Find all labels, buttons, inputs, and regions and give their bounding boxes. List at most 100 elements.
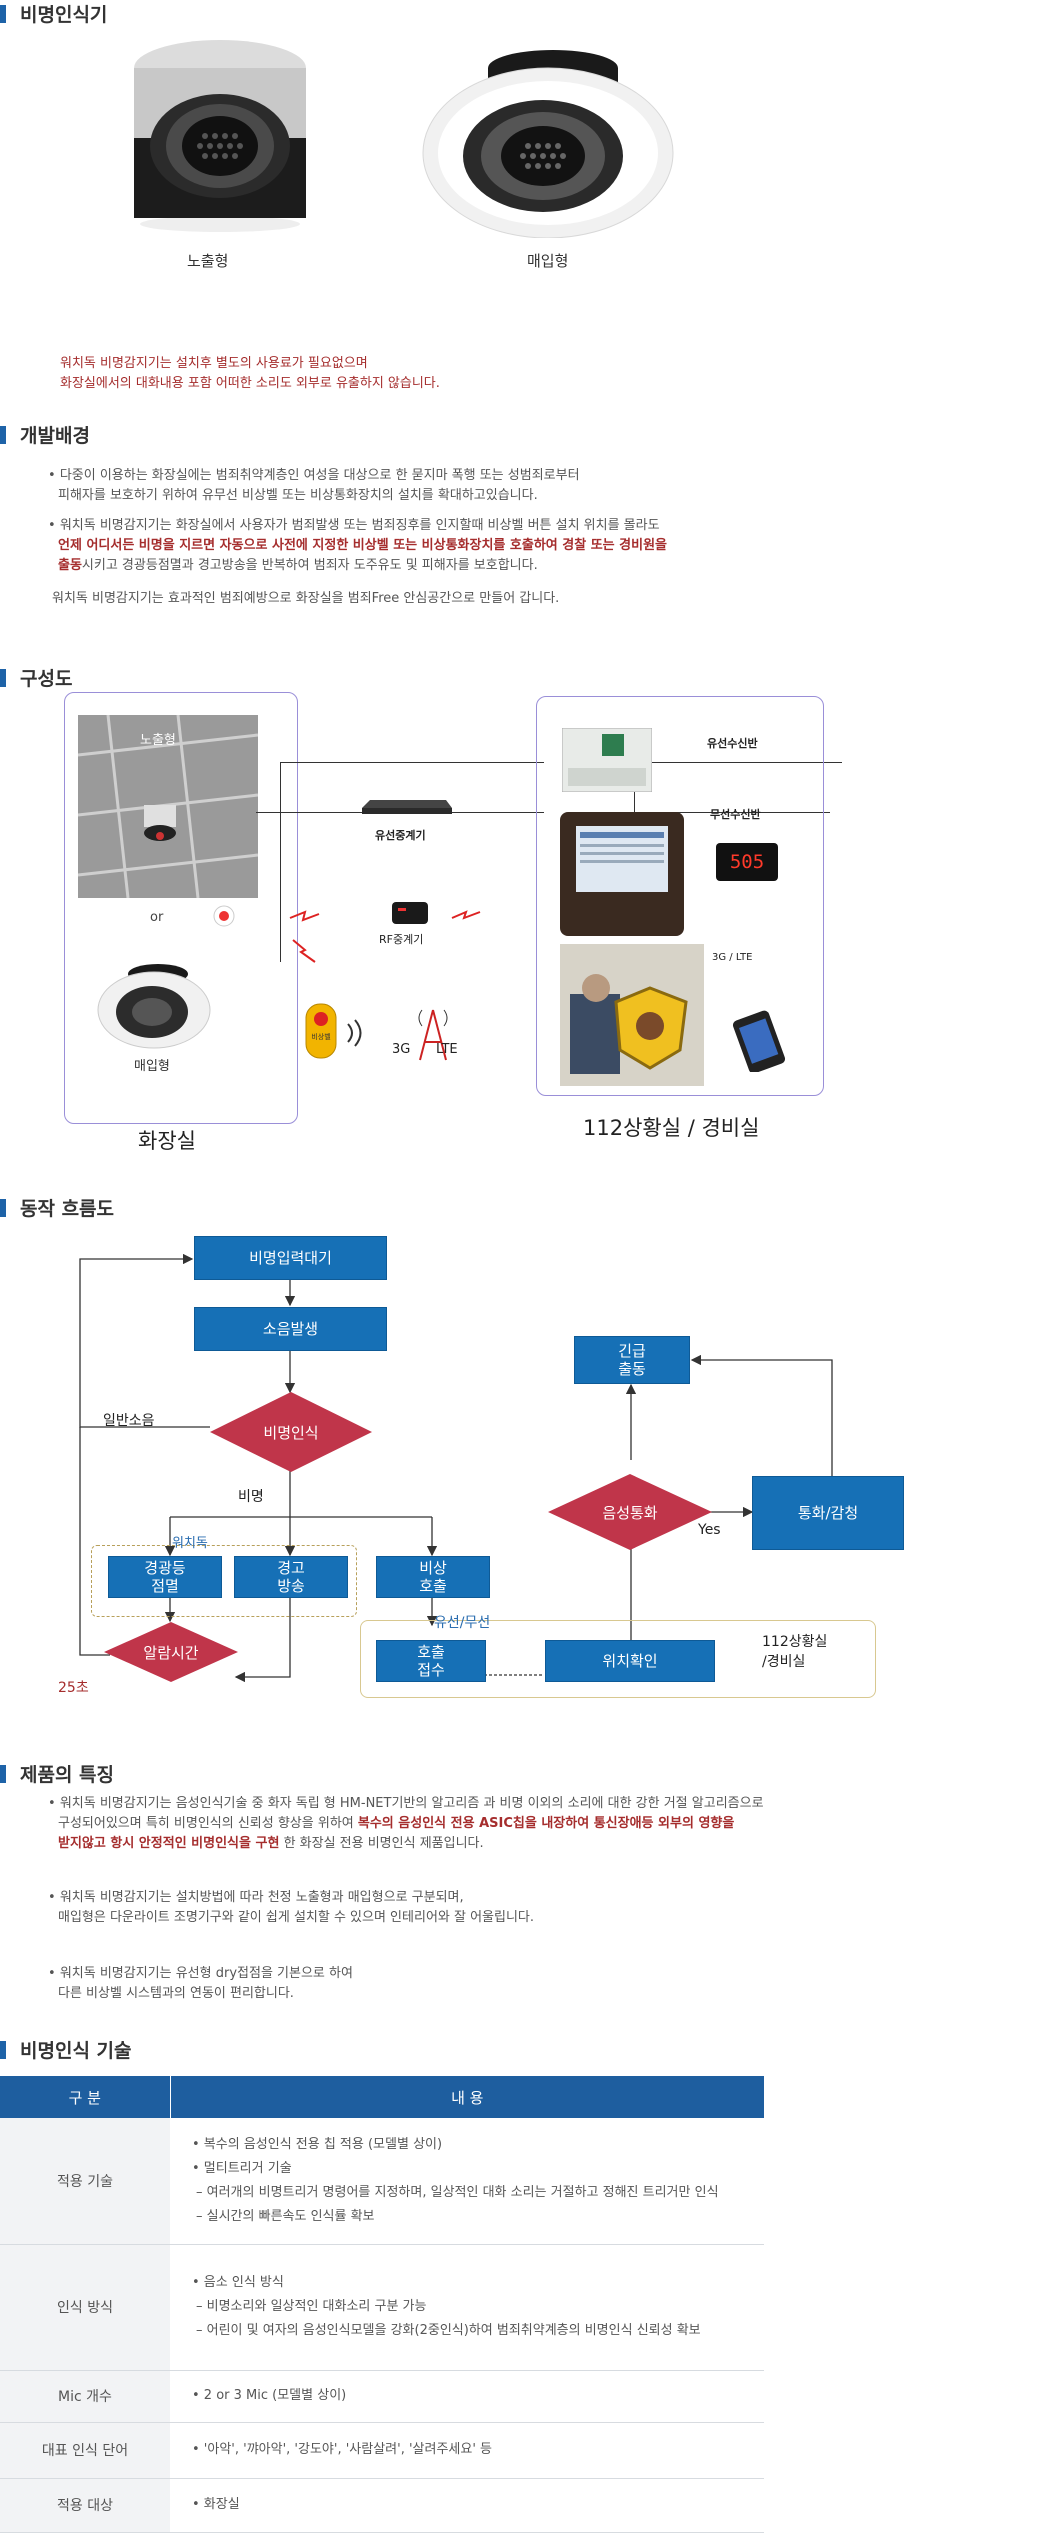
- section-title-text: 제품의 특징: [20, 1764, 115, 1786]
- table-row: 적용 기술• 복수의 음성인식 전용 칩 적용 (모델별 상이)• 멀티트리거 …: [0, 2118, 764, 2245]
- flow-emergency-call-box: 비상 호출: [376, 1556, 490, 1598]
- section-bar: [0, 668, 6, 687]
- flow-voice-call-diamond: 음성통화: [548, 1474, 712, 1550]
- 3g-label: 3G: [392, 1042, 411, 1057]
- feature-1b-pre: 구성되어있으며 특히 비명인식의 신뢰성 향상을 위하여: [58, 1816, 358, 1831]
- lte-label-right: 3G / LTE: [712, 952, 753, 963]
- table-content-line: • 음소 인식 방식: [192, 2275, 284, 2290]
- section-bar: [0, 4, 6, 23]
- feature-1a: 워치독 비명감지기는 음성인식기술 중 화자 독립 형 HM-NET기반의 알고…: [59, 1796, 764, 1811]
- flow-voice-call-label: 음성통화: [602, 1503, 658, 1522]
- table-content-line: • 멀티트리거 기술: [192, 2160, 292, 2176]
- diagram-embedded-label: 매입형: [134, 1059, 170, 1074]
- flow-yes-label: Yes: [698, 1522, 721, 1538]
- table-content-line: – 실시간의 빠른속도 인식률 확보: [196, 2208, 375, 2224]
- flow-recognize-diamond: 비명인식: [210, 1392, 372, 1472]
- technology-spec-table: 구 분 내 용 적용 기술• 복수의 음성인식 전용 칩 적용 (모델별 상이)…: [0, 2076, 764, 2533]
- flow-wired-wireless-label: 유선/무선: [434, 1615, 491, 1631]
- smartphone-icon: [732, 1010, 786, 1072]
- notice-text: 워치독 비명감지기는 설치후 별도의 사용료가 필요없으며 화장실에서의 대화내…: [60, 354, 440, 394]
- emergency-bell-icon: [305, 1003, 337, 1059]
- table-content-line: • 복수의 음성인식 전용 칩 적용 (모델별 상이): [192, 2136, 443, 2152]
- feature-paragraph-3: • 워치독 비명감지기는 유선형 dry접점을 기본으로 하여 다른 비상벨 시…: [48, 1964, 353, 2004]
- feature-paragraph-1: • 워치독 비명감지기는 음성인식기술 중 화자 독립 형 HM-NET기반의 …: [48, 1796, 764, 1851]
- background-p2c-rest: 시키고 경광등점멸과 경고방송을 반복하여 범죄자 도주유도 및 피해자를 보호…: [81, 558, 538, 573]
- table-content-line: – 여러개의 비명트리거 명령어를 지정하며, 일상적인 대화 소리는 거절하고…: [196, 2184, 719, 2200]
- feature-paragraph-2: • 워치독 비명감지기는 설치방법에 따라 천정 노출형과 매입형으로 구분되며…: [48, 1888, 534, 1928]
- watchdog-group-box: [91, 1545, 357, 1617]
- background-p1a: 다중이 이용하는 화장실에는 범죄취약계층인 여성을 대상으로 한 묻지마 폭행…: [59, 468, 580, 483]
- wire-line: [634, 762, 842, 763]
- rf-relay-label: RF중계기: [379, 933, 424, 946]
- background-p2b: 언제 어디서든 비명을 지르면 자동으로 사전에 지정한 비상벨 또는 비상통화…: [58, 538, 667, 553]
- table-content-line: • '아악', '꺄아악', '강도야', '사람살려', '살려주세요' 등: [192, 2442, 493, 2457]
- table-cell-category: Mic 개수: [0, 2370, 170, 2423]
- background-p2c-bold: 출동: [58, 558, 82, 573]
- flow-strobe-box: 경광등 점멸: [108, 1556, 222, 1598]
- ceiling-install-photo: [78, 715, 258, 898]
- background-paragraph-2: • 워치독 비명감지기는 화장실에서 사용자가 범죄발생 또는 범죄징후를 인지…: [48, 518, 667, 573]
- flow-scream-label: 비명: [238, 1489, 264, 1505]
- flow-warning-box: 경고 방송: [234, 1556, 348, 1598]
- feature-1c-bold: 받지않고 항시 안정적인 비명인식을 구현: [58, 1836, 280, 1851]
- flow-call-receive-box: 호출 접수: [376, 1640, 486, 1682]
- table-cell-category: 인식 방식: [0, 2244, 170, 2371]
- flow-25sec-label: 25초: [58, 1680, 89, 1696]
- wire-line: [634, 812, 830, 813]
- table-content-line: – 어린이 및 여자의 음성인식모델을 강화(2중인식)하여 범죄취약계층의 비…: [196, 2323, 701, 2338]
- wireless-receiver-label: 무선수신반: [710, 808, 761, 821]
- rf-relay-device: [392, 902, 428, 924]
- table-row: Mic 개수 • 2 or 3 Mic (모델별 상이): [0, 2370, 764, 2423]
- wireless-signal-icon: [289, 910, 320, 963]
- section-bar: [0, 425, 6, 444]
- table-content-line: • 화장실: [192, 2497, 240, 2512]
- wire-line: [280, 762, 544, 763]
- table-cell-content: • 화장실: [170, 2478, 764, 2533]
- table-row: 대표 인식 단어 • '아악', '꺄아악', '강도야', '사람살려', '살…: [0, 2422, 764, 2479]
- background-paragraph-1: • 다중이 이용하는 화장실에는 범죄취약계층인 여성을 대상으로 한 묻지마 …: [48, 466, 580, 506]
- section-title-text: 구성도: [20, 668, 73, 690]
- flow-noise-box: 소음발생: [194, 1307, 387, 1351]
- restroom-caption: 화장실: [138, 1129, 196, 1153]
- exposed-type-label: 노출형: [187, 252, 229, 270]
- table-cell-content: • 복수의 음성인식 전용 칩 적용 (모델별 상이) • 멀티트리거 기술 – 여…: [170, 2118, 764, 2245]
- diagram-embedded-device-image: [97, 964, 211, 1049]
- table-header-row: 구 분 내 용: [0, 2076, 764, 2118]
- section-title-features: 제품의 특징: [0, 1760, 114, 1787]
- wired-relay-device: [362, 800, 452, 814]
- flow-standby-box: 비명입력대기: [194, 1236, 387, 1280]
- embedded-type-product-image: [422, 50, 674, 238]
- table-cell-content: • 2 or 3 Mic (모델별 상이): [170, 2370, 764, 2423]
- flow-general-noise-label: 일반소음: [103, 1413, 155, 1429]
- exposed-type-product-image: [134, 40, 306, 232]
- section-title-text: 동작 흐름도: [20, 1198, 115, 1220]
- table-cell-category: 대표 인식 단어: [0, 2422, 170, 2479]
- control-room-group-box: [536, 696, 824, 1096]
- section-title-background: 개발배경: [0, 421, 90, 448]
- background-p1b: 피해자를 보호하기 위하여 유무선 비상벨 또는 비상통화장치의 설치를 확대하…: [58, 488, 538, 503]
- section-title-flowchart: 동작 흐름도: [0, 1194, 114, 1221]
- feature-2a: 워치독 비명감지기는 설치방법에 따라 천정 노출형과 매입형으로 구분되며,: [59, 1890, 464, 1905]
- notice-line-2: 화장실에서의 대화내용 포함 어떠한 소리도 외부로 유출하지 않습니다.: [60, 376, 440, 391]
- flow-dispatch-box: 긴급 출동: [574, 1336, 690, 1384]
- wired-receiver-device: [562, 728, 652, 792]
- table-content-line: • 2 or 3 Mic (모델별 상이): [192, 2388, 347, 2403]
- diagram-exposed-label: 노출형: [140, 733, 176, 748]
- antenna-tower-icon: [418, 1009, 448, 1061]
- section-bar: [0, 1198, 6, 1217]
- section-bar: [0, 2040, 6, 2059]
- feature-3a: 워치독 비명감지기는 유선형 dry접점을 기본으로 하여: [59, 1966, 353, 1981]
- lte-label: LTE: [436, 1042, 458, 1057]
- flow-alarm-time-diamond: 알람시간: [104, 1622, 238, 1682]
- ceiling-sensor-icon: [213, 905, 235, 927]
- section-title-text: 개발배경: [20, 425, 90, 447]
- table-row: 적용 대상• 화장실: [0, 2478, 764, 2533]
- section-title-text: 비명인식기: [20, 4, 108, 26]
- diagram-or-label: or: [150, 910, 164, 925]
- control-room-caption: 112상황실 / 경비실: [583, 1116, 760, 1140]
- flow-recognize-label: 비명인식: [263, 1423, 319, 1442]
- monitoring-screen-photo: [560, 812, 684, 936]
- feature-3b: 다른 비상벨 시스템과의 연동이 편리합니다.: [58, 1986, 294, 2001]
- table-header-content: 내 용: [170, 2076, 764, 2118]
- flow-watchdog-label: 워치독: [172, 1536, 208, 1551]
